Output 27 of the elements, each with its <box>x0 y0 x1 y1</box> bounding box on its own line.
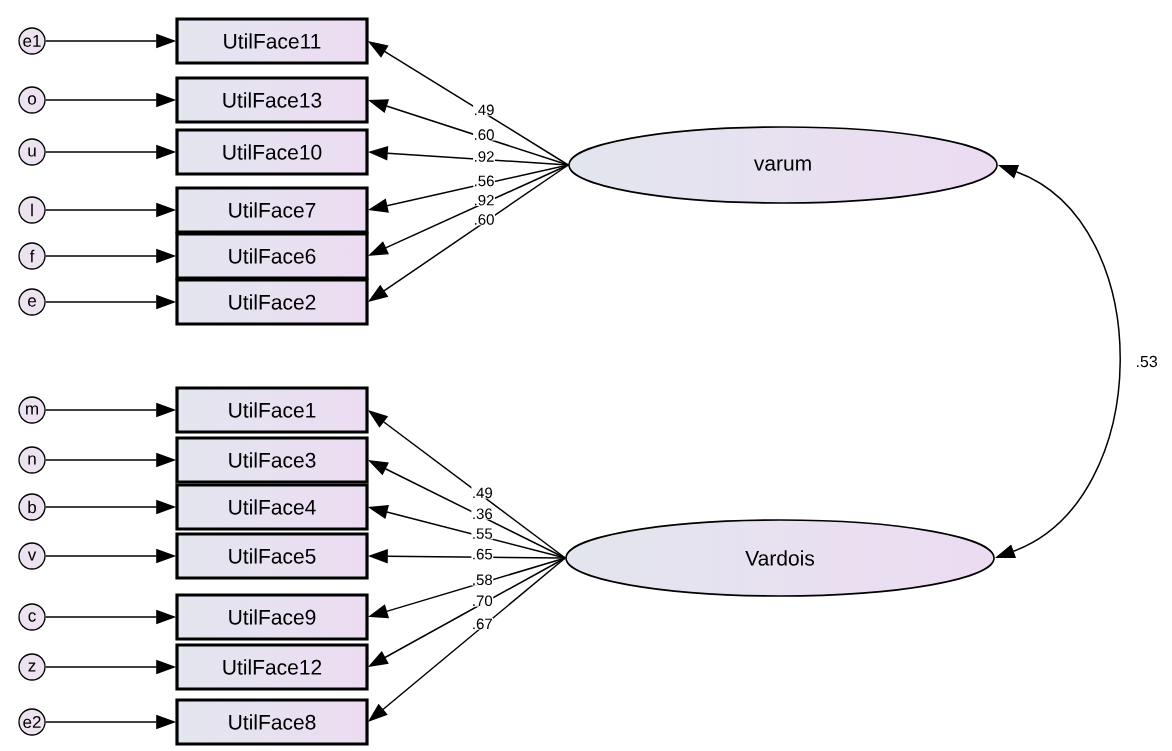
edge-label: .92 <box>473 150 495 163</box>
edge-label: .70 <box>471 594 494 607</box>
edge-label: .55 <box>471 527 494 540</box>
observed-variable-box: UtilFace8 <box>175 698 369 746</box>
edge-label: .60 <box>473 213 495 226</box>
observed-variable-box: UtilFace7 <box>175 186 369 234</box>
observed-variable-box: UtilFace10 <box>175 128 369 176</box>
edge-label: .49 <box>471 487 494 499</box>
observed-variable-box: UtilFace4 <box>175 483 369 531</box>
observed-variable-box: UtilFace2 <box>175 278 369 326</box>
edge-label: .49 <box>473 104 495 116</box>
edge-label: .58 <box>471 573 494 586</box>
edge-label: .56 <box>473 175 495 187</box>
observed-variable-box: UtilFace11 <box>175 17 369 65</box>
observed-variable-box: UtilFace1 <box>175 386 369 434</box>
observed-variable-box: UtilFace9 <box>175 593 369 641</box>
observed-variable-box: UtilFace3 <box>175 436 369 484</box>
edge-label: .92 <box>473 194 495 206</box>
observed-variable-box: UtilFace6 <box>175 232 369 280</box>
edge-label: .36 <box>471 508 494 520</box>
edge-label: .53 <box>1136 355 1158 368</box>
observed-variable-box: UtilFace5 <box>175 532 369 580</box>
edge-label: .60 <box>473 128 495 141</box>
edge-label: .65 <box>471 548 494 560</box>
observed-variable-box: UtilFace13 <box>175 76 369 124</box>
observed-variable-box: UtilFace12 <box>175 643 369 691</box>
edge-label: .67 <box>471 618 494 630</box>
